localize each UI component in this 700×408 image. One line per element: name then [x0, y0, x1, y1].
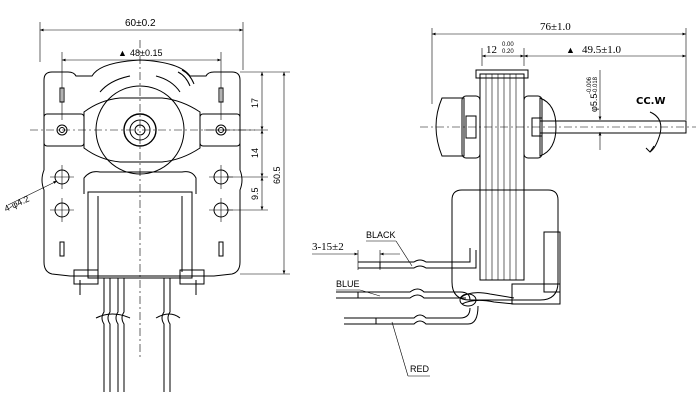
dim-hole-spacing: ▲ 48±0.15	[61, 48, 222, 120]
slot-right-bottom	[218, 241, 224, 257]
stator-stack	[479, 73, 525, 281]
dim-total-length-label: 76±1.0	[540, 21, 571, 33]
dim-14-label: 14	[250, 148, 260, 158]
dim-9-5-label: 9.5	[250, 187, 260, 200]
coil-box	[87, 191, 193, 279]
dim-12-tol-upper: 0.00	[502, 42, 514, 48]
wire-blue-label: BLUE	[336, 279, 360, 289]
dim-shaft-dia-tol-lower: -0.018	[593, 76, 599, 94]
stator-top-cap	[475, 69, 529, 79]
front-view: 60±0.2 ▲ 48±0.15	[3, 18, 290, 392]
dim-shaft-length: ▲ 49.5±1.0	[524, 44, 686, 58]
coil-tab	[543, 231, 561, 293]
bearing-right	[539, 97, 557, 157]
slot-right-top	[218, 87, 224, 103]
dim-holes-label: 4-φ4.2	[3, 194, 31, 214]
wire-black-label: BLACK	[366, 230, 396, 240]
wire-red-label: RED	[410, 364, 430, 374]
slot-left-bottom	[59, 241, 65, 257]
dim-hole-spacing-marker: ▲	[118, 48, 127, 58]
terminal-block	[511, 283, 561, 305]
dim-shaft-dia-label: φ5.5	[589, 94, 599, 112]
dim-shaft-length-label: 49.5±1.0	[582, 44, 622, 56]
rotation-arrow-icon	[649, 111, 662, 153]
bracket-plate	[41, 59, 243, 277]
dim-60-5-label: 60.5	[272, 166, 282, 184]
terminal-left	[73, 269, 99, 285]
front-wires	[95, 278, 181, 392]
dim-shaft-length-marker: ▲	[566, 45, 575, 55]
dim-shaft-diameter: φ5.5 -0.006 -0.018	[587, 70, 602, 150]
dim-hole-spacing-label: 48±0.15	[130, 48, 162, 58]
side-view: 76±1.0 12 0.00 0.20 ▲ 49.5±1.0 φ5.5 -0.0…	[312, 21, 696, 377]
dim-overall-width-label: 60±0.2	[125, 18, 156, 29]
terminal-right	[179, 269, 205, 285]
dim-strip-label: 3-15±2	[312, 241, 344, 253]
dim-holes: 4-φ4.2	[3, 180, 58, 214]
dim-overall-width: 60±0.2	[39, 18, 244, 70]
rotation-label: CC.W	[636, 96, 666, 107]
rotation-indicator: CC.W	[636, 96, 666, 153]
dim-12-tol-lower: 0.20	[502, 49, 514, 55]
dim-total-length: 76±1.0	[431, 21, 687, 120]
dim-17-label: 17	[250, 98, 260, 108]
shaft-boss	[123, 113, 157, 147]
dim-12-label: 12	[486, 44, 497, 56]
side-wires	[336, 248, 515, 325]
bearing-left	[435, 97, 465, 157]
dim-shaft-dia-tol-upper: -0.006	[587, 76, 593, 94]
wire-labels: BLACK BLUE RED	[336, 230, 430, 377]
dim-strip: 3-15±2	[312, 241, 400, 270]
dim-12: 12 0.00 0.20	[481, 42, 525, 66]
dims-right: 17 14 9.5 60.5	[204, 71, 290, 275]
slot-left-top	[59, 87, 65, 103]
